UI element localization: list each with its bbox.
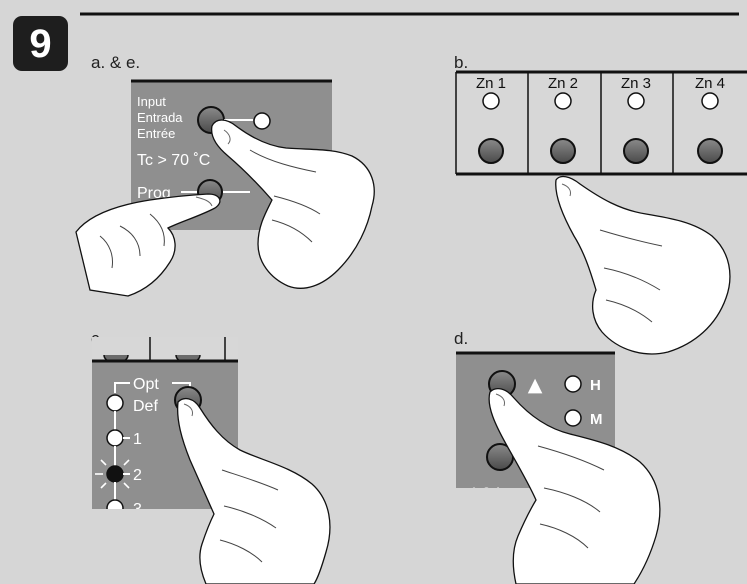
zone-3-label: Zn 3 (621, 75, 651, 92)
panel-a-label: a. & e. (91, 53, 140, 72)
panel-c: c. Opt Def 1 2 3 (91, 329, 331, 584)
panel-d: d. ▲ H M 1-2 A (454, 329, 661, 584)
zone-1-led (482, 92, 500, 110)
m-led (564, 409, 582, 427)
h-label: H (590, 377, 601, 394)
zone-1-label: Zn 1 (476, 75, 506, 92)
input-label-en: Input (137, 94, 166, 109)
h-led (564, 375, 582, 393)
zone-4-label: Zn 4 (695, 75, 725, 92)
def-label: Def (133, 398, 158, 415)
zone-1-button[interactable] (478, 138, 504, 164)
input-label-fr: Entrée (137, 126, 175, 141)
def-led (106, 394, 124, 412)
input-label-es: Entrada (137, 110, 183, 125)
step-badge: 9 (13, 16, 68, 71)
panel-a: a. & e. Input Entrada Entrée Tc > 70 ˚C … (75, 53, 375, 297)
m-label: M (590, 411, 603, 428)
panel-b: b. Zn 1 Zn 2 Zn 3 Zn 4 (454, 53, 747, 355)
zone-2-label: Zn 2 (548, 75, 578, 92)
opt-label: Opt (133, 376, 159, 393)
option-1-label: 1 (133, 431, 142, 448)
option-2-label: 2 (133, 467, 142, 484)
hand-right-icon (210, 119, 375, 289)
up-arrow-icon: ▲ (528, 374, 543, 396)
panel-b-label: b. (454, 53, 468, 72)
hand-pointing-icon (555, 175, 731, 355)
panel-d-label: d. (454, 329, 468, 348)
option-2-led-lit (106, 465, 124, 483)
zone-3-led (627, 92, 645, 110)
step-number: 9 (29, 22, 51, 66)
hand-c-icon (176, 397, 331, 584)
zone-3-button[interactable] (623, 138, 649, 164)
zone-4-led (701, 92, 719, 110)
zone-2-button[interactable] (550, 138, 576, 164)
option-1-led (106, 429, 124, 447)
input-led (253, 112, 271, 130)
hand-left-icon (75, 193, 221, 297)
zone-4-button[interactable] (697, 138, 723, 164)
zone-2-led (554, 92, 572, 110)
tc-label: Tc > 70 ˚C (137, 152, 210, 169)
hand-d-icon (488, 387, 661, 584)
